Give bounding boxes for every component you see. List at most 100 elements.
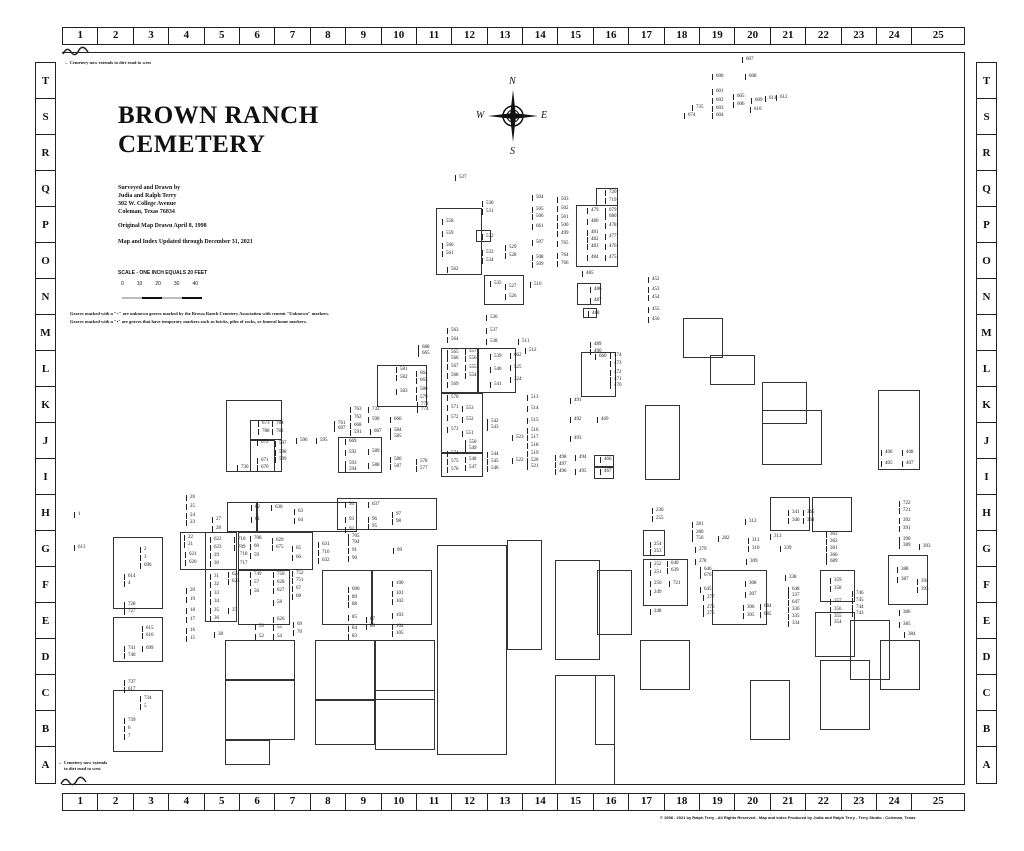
row-label: F xyxy=(36,567,55,603)
grave-marker: 675 xyxy=(272,545,284,551)
scale-tick: 0 xyxy=(121,281,124,287)
grave-marker: 514 xyxy=(527,406,539,412)
grave-marker: 52 xyxy=(255,634,264,640)
grave-marker: 359 xyxy=(830,578,842,584)
plot-section-box xyxy=(762,410,822,465)
row-label: D xyxy=(36,639,55,675)
grave-marker: 563 xyxy=(447,328,459,334)
grave-marker: 59 xyxy=(250,553,259,559)
grave-marker: 395 xyxy=(917,587,929,593)
grave-marker: 708 xyxy=(250,536,262,542)
grave-marker: 542 xyxy=(487,419,499,425)
grave-marker: 28 xyxy=(212,526,221,532)
grave-marker: 358 xyxy=(830,586,842,592)
grave-marker: 21 xyxy=(184,542,193,548)
plot-section-box xyxy=(710,355,755,385)
grave-marker: 281 xyxy=(692,522,704,528)
grave-marker: 740 xyxy=(124,653,136,659)
grave-marker: 406 xyxy=(881,450,893,456)
grave-marker: 102 xyxy=(392,599,404,605)
plot-section-box xyxy=(484,275,524,305)
info-line: Surveyed and Drawn by xyxy=(118,185,181,191)
grave-marker: 278 xyxy=(695,559,707,565)
grave-marker: 357 xyxy=(830,599,842,605)
grave-marker: 705 xyxy=(348,534,360,540)
grave-marker: 662 xyxy=(510,353,522,359)
grave-marker: 307 xyxy=(745,592,757,598)
column-label: 24 xyxy=(877,28,913,44)
grave-marker: 752 xyxy=(292,571,304,577)
grave-marker: 676 xyxy=(700,573,712,579)
grave-marker: 255 xyxy=(652,516,664,522)
grave-marker: 16 xyxy=(186,628,195,634)
grave-marker: 282 xyxy=(718,536,730,542)
grave-marker: 38 xyxy=(214,632,223,638)
grave-marker: 93 xyxy=(345,517,354,523)
plot-section-box xyxy=(225,680,295,740)
grave-marker: 276 xyxy=(703,605,715,611)
grave-marker: 666 xyxy=(390,417,402,423)
plot-section-box xyxy=(645,405,680,480)
grave-marker: 88 xyxy=(348,602,357,608)
grave-marker: 660 xyxy=(595,354,607,360)
grave-marker: 502 xyxy=(557,206,569,212)
grave-marker: 628 xyxy=(273,580,285,586)
grave-marker: 559 xyxy=(442,231,454,237)
row-label: P xyxy=(977,207,996,243)
grave-marker: 388 xyxy=(897,567,909,573)
grave-marker: 355 xyxy=(830,614,842,620)
grave-marker: 475 xyxy=(605,255,617,261)
plot-section-box xyxy=(643,559,688,606)
grave-marker: 548 xyxy=(465,457,477,463)
grave-marker: 4 xyxy=(124,581,131,587)
grave-marker: 532 xyxy=(482,234,494,240)
grave-marker: 567 xyxy=(447,364,459,370)
grave-marker: 761 xyxy=(334,421,346,427)
extension-note-bottom: ← Cemetery now extends to dirt road to w… xyxy=(58,760,107,772)
grave-marker: 476 xyxy=(605,244,617,250)
column-label: 23 xyxy=(842,28,877,44)
row-label: S xyxy=(977,99,996,135)
column-label: 21 xyxy=(771,28,807,44)
grave-marker: 496 xyxy=(555,469,567,475)
plot-section-box xyxy=(478,348,516,393)
grave-marker: 279 xyxy=(695,547,707,553)
grave-marker: 517 xyxy=(527,435,539,441)
grave-marker: 105 xyxy=(392,631,404,637)
grave-marker: 744 xyxy=(852,605,864,611)
grave-marker: 87 xyxy=(366,617,375,623)
grave-marker: 717 xyxy=(236,561,248,567)
grave-marker: 499 xyxy=(557,231,569,237)
grave-marker: 564 xyxy=(447,337,459,343)
column-label: 17 xyxy=(629,794,665,810)
row-label: P xyxy=(36,207,55,243)
grave-marker: 360 xyxy=(826,553,838,559)
grave-marker: 543 xyxy=(487,425,499,431)
plot-section-box xyxy=(507,540,542,650)
grave-marker: 749 xyxy=(250,572,262,578)
grave-marker: 529 xyxy=(505,245,517,251)
grave-marker: 336 xyxy=(788,607,800,613)
grave-marker: 667 xyxy=(370,429,382,435)
grave-marker: 571 xyxy=(447,405,459,411)
grave-marker: 491 xyxy=(570,398,582,404)
grave-marker: 566 xyxy=(447,356,459,362)
grave-marker: 765 xyxy=(557,241,569,247)
grave-marker: 610 xyxy=(750,107,762,113)
grave-marker: 597 xyxy=(275,441,287,447)
column-label: 23 xyxy=(842,794,877,810)
cemetery-map-frame xyxy=(62,52,965,785)
info-line: Coleman, Texas 76834 xyxy=(118,209,175,215)
plot-section-box xyxy=(815,612,855,657)
grave-marker: 308 xyxy=(745,581,757,587)
column-label: 2 xyxy=(98,28,134,44)
grave-marker: 721 xyxy=(899,508,911,514)
title-line: CEMETERY xyxy=(118,131,266,158)
compass-south: S xyxy=(510,146,515,157)
grave-marker: 665 xyxy=(418,351,430,357)
grave-marker: 504 xyxy=(532,195,544,201)
grave-marker: 575 xyxy=(447,459,459,465)
grave-marker: 565 xyxy=(447,350,459,356)
grave-marker: 15 xyxy=(186,636,195,642)
